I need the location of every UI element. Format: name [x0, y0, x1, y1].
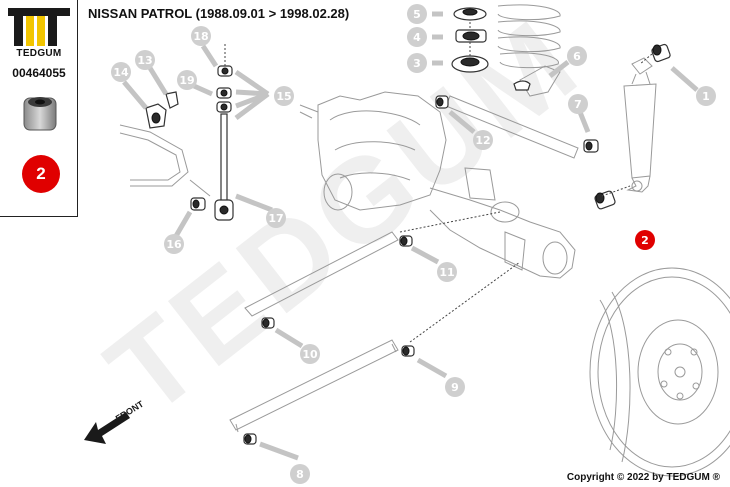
rear-axle-drawing	[299, 91, 576, 279]
callout-11[interactable]: 11	[437, 262, 457, 282]
callout-1[interactable]: 1	[696, 86, 716, 106]
callout-5[interactable]: 5	[407, 4, 427, 24]
svg-text:3: 3	[413, 57, 421, 70]
callout-18[interactable]: 18	[191, 26, 211, 46]
svg-text:9: 9	[451, 381, 459, 394]
callout-19[interactable]: 19	[177, 70, 197, 90]
callout-12[interactable]: 12	[473, 130, 493, 150]
coil-spring-drawing	[497, 4, 561, 69]
alignment-lines	[224, 22, 653, 343]
svg-text:18: 18	[193, 30, 208, 43]
svg-text:7: 7	[574, 98, 582, 111]
part-info-panel: TEDGUM 00464055 2	[0, 0, 78, 217]
callout-14[interactable]: 14	[111, 62, 131, 82]
svg-text:19: 19	[179, 74, 194, 87]
callout-arrows	[122, 11, 699, 461]
tedgum-logo	[8, 8, 70, 46]
page-title: NISSAN PATROL (1988.09.01 > 1998.02.28)	[88, 6, 350, 21]
callout-8[interactable]: 8	[290, 464, 310, 484]
svg-text:13: 13	[137, 54, 152, 67]
shock-absorber-drawing	[623, 57, 657, 193]
callout-7[interactable]: 7	[568, 94, 588, 114]
svg-text:6: 6	[573, 50, 581, 63]
bracket-drawing	[519, 65, 561, 97]
svg-text:2: 2	[641, 234, 649, 247]
callout-9[interactable]: 9	[445, 377, 465, 397]
svg-text:12: 12	[475, 134, 490, 147]
svg-text:10: 10	[302, 348, 318, 361]
part-number: 00464055	[12, 66, 66, 80]
front-label: FRONT	[114, 399, 146, 424]
svg-text:8: 8	[296, 468, 304, 481]
svg-text:11: 11	[439, 266, 454, 279]
svg-text:4: 4	[413, 31, 421, 44]
callout-3[interactable]: 3	[407, 53, 427, 73]
svg-text:17: 17	[268, 212, 283, 225]
callout-17[interactable]: 17	[266, 208, 286, 228]
brand-name: TEDGUM	[16, 48, 62, 59]
svg-text:14: 14	[113, 66, 129, 79]
svg-text:15: 15	[276, 90, 291, 103]
callout-16[interactable]: 16	[164, 234, 184, 254]
bushing-thumbnail	[23, 97, 57, 131]
position-badge: 2	[22, 155, 60, 193]
detail-parts	[145, 7, 671, 445]
stabiliser-bar-drawing	[119, 124, 211, 197]
callout-4[interactable]: 4	[407, 27, 427, 47]
callout-6[interactable]: 6	[567, 46, 587, 66]
callout-10[interactable]: 10	[300, 344, 320, 364]
svg-text:5: 5	[413, 8, 421, 21]
callout-15[interactable]: 15	[274, 86, 294, 106]
link-arms-drawing	[229, 95, 579, 433]
callout-2-highlight[interactable]: 2	[635, 230, 655, 250]
svg-text:1: 1	[702, 90, 710, 103]
wheel-drawing	[589, 267, 730, 477]
svg-text:16: 16	[166, 238, 182, 251]
front-direction-arrow: FRONT	[84, 399, 146, 444]
copyright-notice: Copyright © 2022 by TEDGUM ®	[566, 472, 720, 483]
callout-13[interactable]: 13	[135, 50, 155, 70]
